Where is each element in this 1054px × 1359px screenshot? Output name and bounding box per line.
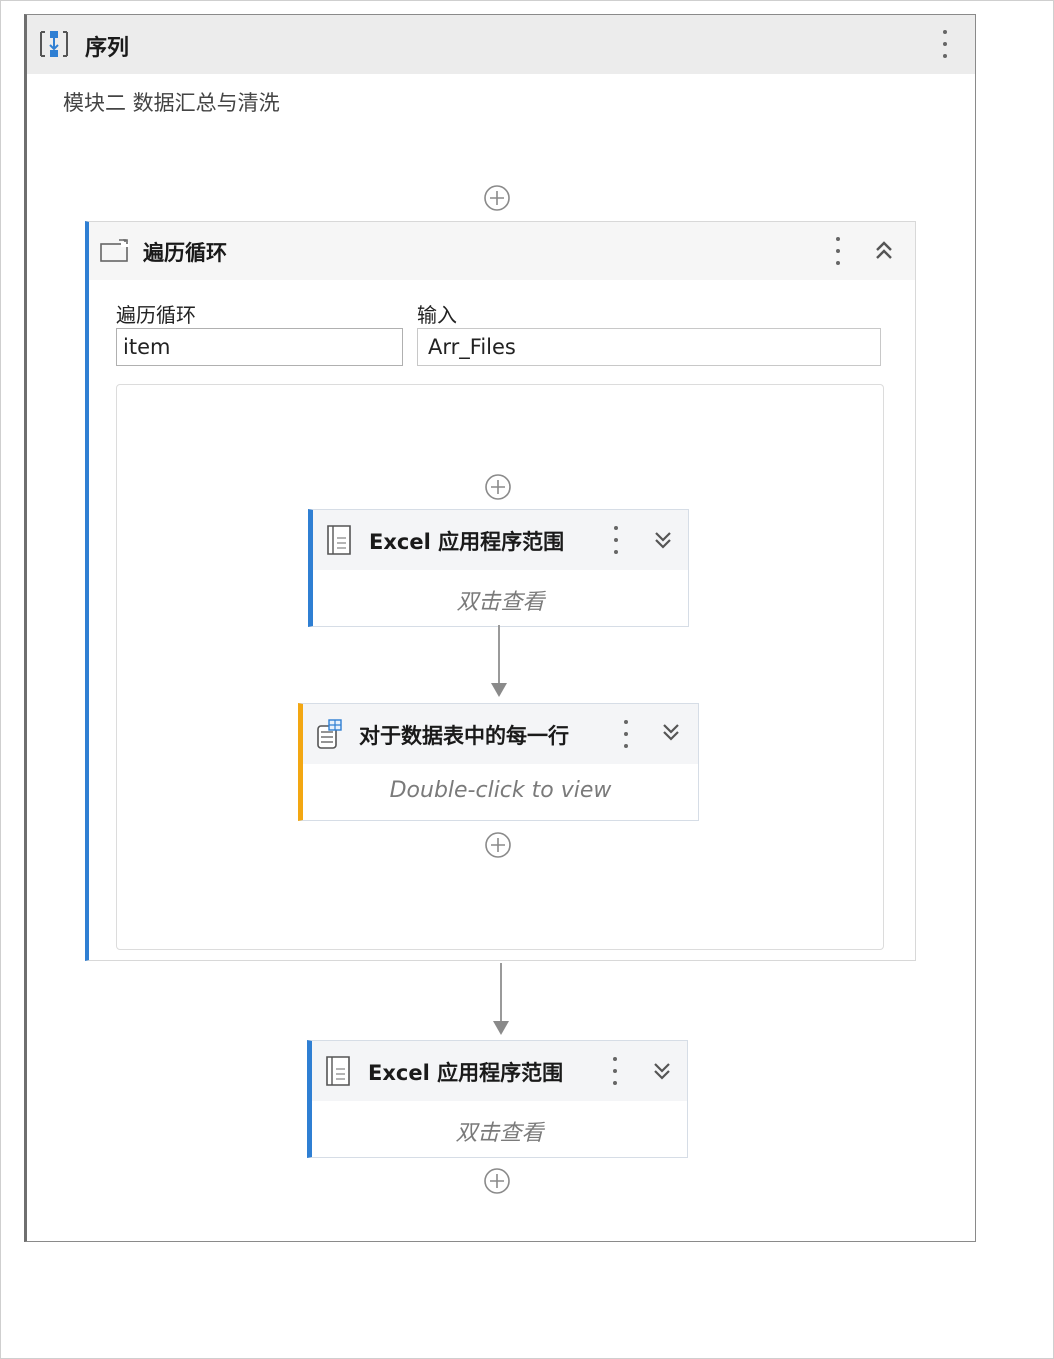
activity-more-vertical-icon[interactable]: [620, 716, 632, 752]
foreach-input-label: 输入: [417, 303, 457, 327]
sequence-header[interactable]: 序列: [27, 15, 975, 74]
foreach-item-field[interactable]: item: [116, 328, 403, 366]
foreach-title: 遍历循环: [143, 241, 227, 265]
add-activity-plus-icon[interactable]: [484, 831, 512, 859]
activity-more-vertical-icon[interactable]: [609, 1053, 621, 1089]
sequence-title: 序列: [85, 36, 130, 61]
chevron-double-down-icon[interactable]: [651, 528, 675, 552]
arrow-down-icon: [493, 1021, 509, 1035]
activity-hint: 双击查看: [456, 590, 545, 615]
sequence-more-vertical-icon[interactable]: [939, 26, 951, 62]
foreach-item-label: 遍历循环: [116, 303, 196, 327]
sequence-description: 模块二 数据汇总与清洗: [63, 91, 280, 115]
add-activity-plus-icon[interactable]: [484, 473, 512, 501]
activity-title: 对于数据表中的每一行: [359, 724, 569, 748]
activity-header[interactable]: Excel 应用程序范围: [312, 1041, 687, 1101]
foreach-activity[interactable]: 遍历循环 遍历循环 item 输入 Arr_Files: [85, 221, 916, 961]
activity-header[interactable]: 对于数据表中的每一行: [303, 704, 698, 764]
arrow-down-icon: [491, 683, 507, 697]
flow-connector: [500, 963, 502, 1033]
activity-hint: 双击查看: [455, 1121, 544, 1146]
chevron-double-down-icon[interactable]: [650, 1059, 674, 1083]
activity-title: Excel 应用程序范围: [368, 1061, 564, 1085]
foreach-header[interactable]: 遍历循环: [89, 222, 915, 280]
foreach-input-field[interactable]: Arr_Files: [417, 328, 881, 366]
flow-connector: [498, 625, 500, 685]
chevron-double-down-icon[interactable]: [659, 720, 683, 744]
activity-header[interactable]: Excel 应用程序范围: [313, 510, 688, 570]
excel-application-scope-activity[interactable]: Excel 应用程序范围 双击查看: [307, 1040, 688, 1158]
add-activity-plus-icon[interactable]: [483, 184, 511, 212]
foreach-body: Excel 应用程序范围 双击查看: [116, 384, 884, 950]
excel-application-scope-activity[interactable]: Excel 应用程序范围 双击查看: [308, 509, 689, 627]
sequence-activity[interactable]: 序列 模块二 数据汇总与清洗 遍历循环 遍历循环 item 输入 Arr_Fil…: [24, 14, 976, 1242]
excel-document-icon: [327, 525, 351, 555]
loop-icon: [100, 239, 129, 262]
add-activity-plus-icon[interactable]: [483, 1167, 511, 1195]
for-each-row-activity[interactable]: 对于数据表中的每一行 Double-click to view: [298, 703, 699, 821]
foreach-more-vertical-icon[interactable]: [832, 233, 844, 269]
activity-more-vertical-icon[interactable]: [610, 522, 622, 558]
excel-document-icon: [326, 1056, 350, 1086]
datatable-row-icon: [317, 719, 342, 749]
sequence-icon: [40, 31, 68, 57]
activity-hint: Double-click to view: [389, 778, 612, 803]
activity-title: Excel 应用程序范围: [369, 530, 565, 554]
chevron-double-up-icon[interactable]: [871, 238, 897, 264]
